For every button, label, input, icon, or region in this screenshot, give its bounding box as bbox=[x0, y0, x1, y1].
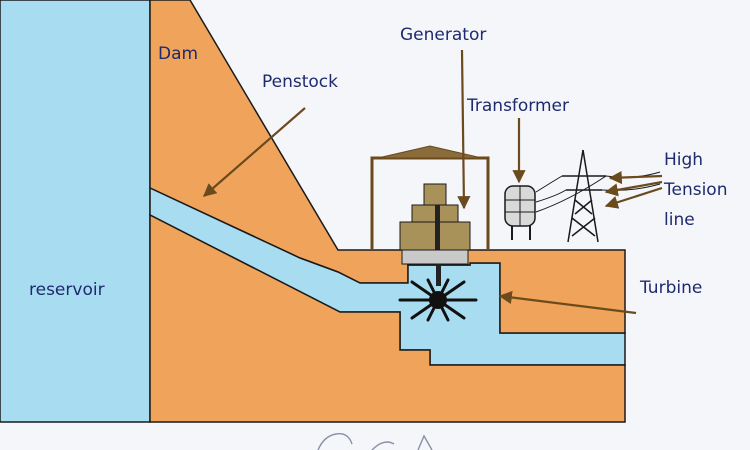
powerhouse-block bbox=[407, 249, 626, 334]
label-transformer: Transformer bbox=[467, 96, 570, 116]
generator-icon bbox=[399, 183, 471, 265]
label-high-tension-line: High Tension line bbox=[664, 145, 727, 235]
label-dam: Dam bbox=[158, 44, 199, 64]
arrow-turbine bbox=[498, 290, 637, 315]
arrow-icon bbox=[203, 49, 663, 315]
transformer-icon bbox=[504, 185, 536, 240]
powerhouse-frame bbox=[370, 145, 490, 250]
arrow-high-tension-3 bbox=[604, 186, 663, 209]
label-high-tension-line-2: Tension bbox=[664, 180, 728, 200]
power-lines bbox=[535, 171, 661, 213]
arrow-penstock bbox=[203, 107, 306, 197]
arrow-high-tension-1 bbox=[608, 170, 663, 185]
label-generator: Generator bbox=[400, 25, 487, 45]
label-reservoir: reservoir bbox=[29, 280, 105, 300]
label-turbine: Turbine bbox=[640, 278, 703, 298]
reservoir-water bbox=[0, 0, 151, 423]
dam-foundation bbox=[149, 213, 626, 423]
transmission-tower-icon bbox=[562, 149, 606, 243]
arrow-high-tension-2 bbox=[604, 180, 663, 197]
label-penstock: Penstock bbox=[262, 72, 338, 92]
turbine-icon bbox=[398, 264, 478, 322]
arrow-generator bbox=[457, 49, 471, 210]
label-high-tension-line-3: line bbox=[664, 210, 695, 230]
label-high-tension-line-1: High bbox=[664, 150, 704, 170]
bottom-clipped-shape bbox=[317, 433, 433, 450]
